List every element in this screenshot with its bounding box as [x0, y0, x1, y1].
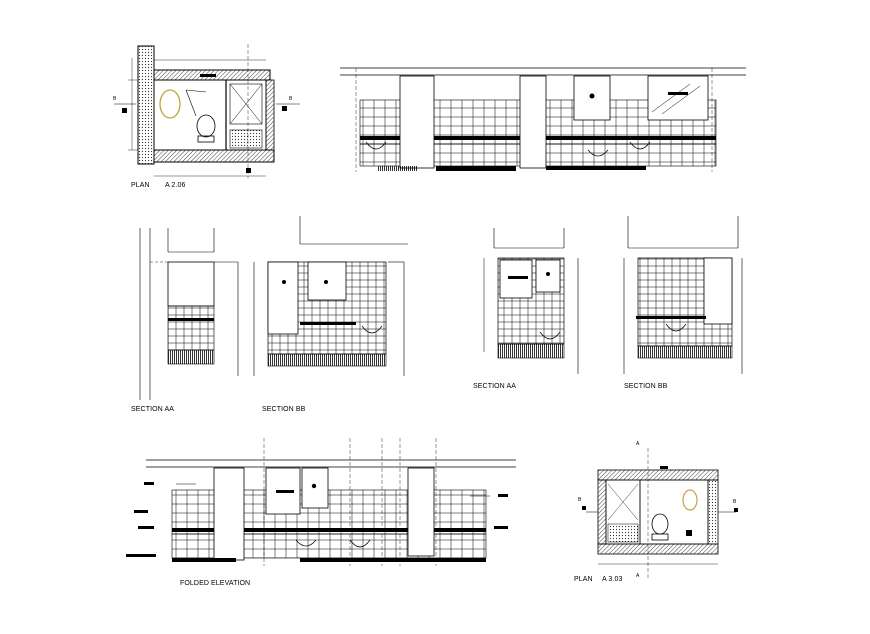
section-bb-2-title: SECTION BB [624, 383, 668, 390]
section-bb-1-title: SECTION BB [262, 406, 306, 413]
plan-2 [582, 448, 738, 580]
plan-1 [114, 44, 300, 178]
folded-elevation [126, 438, 516, 566]
section-marker-b-left-2: B [578, 497, 582, 503]
section-bb-2 [623, 216, 743, 374]
section-marker-b-right-2: B [733, 499, 737, 505]
plan-1-sheet-ref: A 2.06 [165, 182, 186, 189]
section-aa-1-title: SECTION AA [131, 406, 175, 413]
plan-2-title: PLAN [574, 576, 593, 583]
section-marker-a-bottom: A [636, 573, 640, 579]
top-elevation [340, 67, 746, 172]
plan-1-title: PLAN [131, 182, 150, 189]
plan-2-sheet-ref: A 3.03 [602, 576, 623, 583]
section-marker-b-right: B [289, 96, 293, 102]
section-bb-1 [253, 216, 408, 376]
folded-elevation-title: FOLDED ELEVATION [180, 580, 251, 587]
section-aa-2 [483, 228, 579, 374]
section-aa-1 [139, 228, 239, 400]
section-marker-a-top: A [636, 441, 640, 447]
section-marker-b-left: B [113, 96, 117, 102]
section-aa-2-title: SECTION AA [473, 383, 517, 390]
